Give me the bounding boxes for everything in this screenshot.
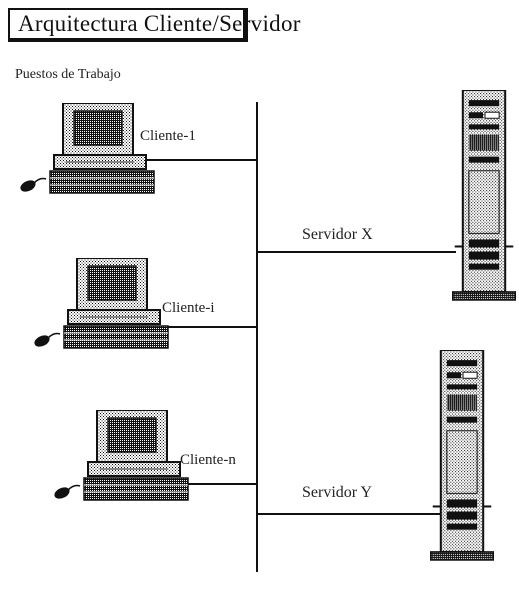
workstations-label: Puestos de Trabajo (15, 67, 121, 82)
diagram-title: Arquitectura Cliente/Servidor (8, 8, 300, 42)
server-x-label: Servidor X (302, 226, 373, 243)
server-y-link (256, 513, 444, 515)
client-i-computer-icon (32, 258, 170, 350)
client-i-link (138, 326, 258, 328)
client-n-link (154, 483, 258, 485)
server-x-icon (452, 90, 516, 301)
server-y-label: Servidor Y (302, 484, 373, 501)
client-n-computer-icon (52, 410, 190, 502)
client-n-label: Cliente-n (180, 452, 236, 468)
client-1-label: Cliente-1 (140, 128, 196, 144)
client-1-link (132, 159, 258, 161)
client-i-label: Cliente-i (162, 300, 215, 316)
server-y-icon (430, 350, 494, 561)
network-bus-line (256, 102, 258, 572)
client-1-computer-icon (18, 103, 156, 195)
server-x-link (256, 251, 456, 253)
